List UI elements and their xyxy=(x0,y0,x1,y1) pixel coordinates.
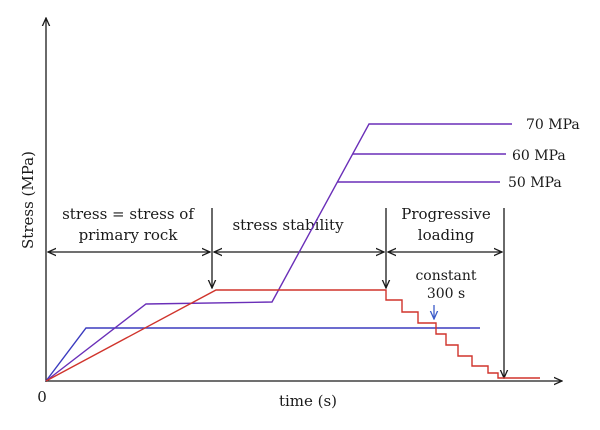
annotation-300s: 300 s xyxy=(427,286,465,302)
annotation-constant: constant xyxy=(415,268,476,284)
x-axis-label: time (s) xyxy=(279,392,337,410)
red-stress-path xyxy=(45,289,540,382)
phase-label-primary-line2: primary rock xyxy=(79,226,179,244)
level-label-70: 70 MPa xyxy=(526,117,580,133)
level-label-60: 60 MPa xyxy=(512,148,566,164)
level-label-50: 50 MPa xyxy=(508,175,562,191)
blue-stress-path xyxy=(45,327,480,382)
phase-label-primary-line1: stress = stress of xyxy=(62,205,195,223)
origin-label: 0 xyxy=(37,388,47,406)
purple-stress-path xyxy=(45,123,512,382)
phase-label-progressive-line2: loading xyxy=(418,226,475,244)
y-axis-label: Stress (MPa) xyxy=(19,151,37,249)
phase-label-progressive-line1: Progressive xyxy=(401,205,491,223)
phase-label-stability: stress stability xyxy=(232,216,344,234)
